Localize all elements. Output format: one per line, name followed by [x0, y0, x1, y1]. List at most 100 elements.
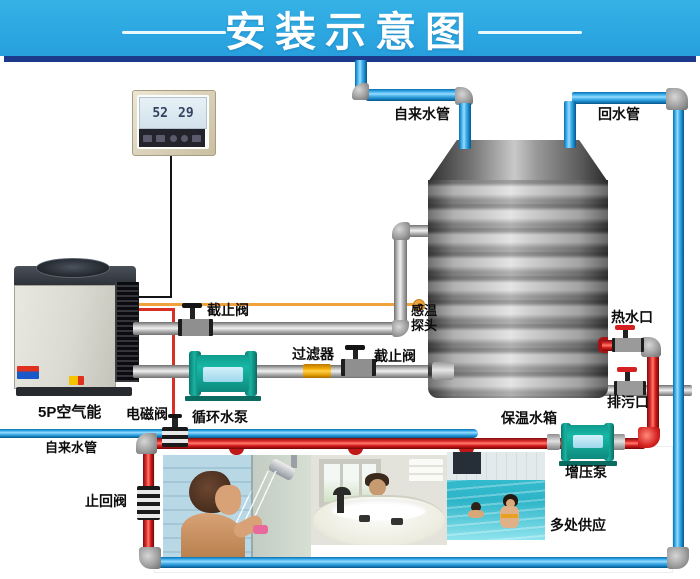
controller-button	[169, 134, 177, 142]
pipe-elbow	[392, 222, 410, 240]
return-pipe-right-edge	[673, 108, 684, 551]
label-circulation-pump: 循环水泵	[192, 409, 248, 425]
heat-pump-fan	[36, 258, 110, 278]
pipe-elbow	[641, 337, 661, 357]
label-heat-pump: 5P空气能	[38, 404, 102, 421]
faucet-spout	[333, 487, 351, 495]
stop-valve-handle	[345, 345, 365, 350]
stop-valve	[178, 319, 213, 336]
water-tank	[428, 180, 608, 398]
controller-panel: 52 29	[132, 90, 216, 156]
pipe-elbow	[455, 87, 473, 105]
supply-pipe-bottom	[158, 557, 669, 568]
shower-photo	[163, 455, 311, 557]
booster-pump-base	[559, 461, 617, 466]
hot-water-valve	[612, 338, 644, 352]
filter	[303, 364, 331, 378]
label-temp-probe-2: 探头	[411, 318, 438, 333]
page-title: 安装示意图	[225, 9, 475, 55]
stop-valve	[341, 359, 376, 376]
brand-sticker	[17, 366, 39, 379]
booster-pump-cap	[604, 423, 614, 461]
label-drain-outlet: 排污口	[607, 394, 649, 410]
title-rule-left	[122, 31, 226, 34]
controller-bezel: 52 29	[137, 95, 209, 149]
tap-water-pipe-horizontal	[366, 89, 462, 101]
swimmer-head	[471, 502, 481, 512]
heating-riser-pipe	[394, 238, 407, 322]
controller-button	[156, 134, 166, 142]
controller-button	[180, 134, 188, 142]
faucet-body	[337, 493, 344, 513]
heating-pipe-into-tank	[406, 225, 434, 237]
soap	[253, 525, 268, 534]
swimmer-shoulders	[468, 510, 484, 518]
pool-doorway	[453, 452, 481, 474]
label-tap-water-top: 自来水管	[394, 106, 450, 122]
drain-pipe	[600, 385, 692, 396]
tap-water-pipe-into-tank	[459, 103, 471, 149]
circulation-pump-band	[203, 367, 243, 382]
swimsuit	[501, 514, 518, 518]
booster-pump-cap	[561, 423, 571, 461]
title-banner: 安装示意图	[0, 0, 700, 56]
controller-buttons	[139, 129, 205, 147]
display-temp-left: 52	[152, 105, 168, 121]
pipe-elbow	[392, 320, 409, 337]
temp-sensor-wire	[135, 303, 417, 306]
pipe-elbow	[139, 547, 161, 569]
solenoid-wire-horizontal	[135, 308, 175, 311]
pipe-elbow	[136, 433, 157, 454]
solenoid-valve-stem	[172, 418, 178, 429]
label-temp-probe-1: 感温	[411, 303, 438, 318]
drain-valve-handle	[617, 367, 637, 372]
banner-underline	[4, 56, 696, 62]
supply-tee	[459, 445, 474, 455]
towels	[409, 459, 443, 483]
hot-water-supply-pipe	[147, 438, 645, 449]
label-stop-valve-mid: 截止阀	[374, 348, 416, 364]
hot-water-down-pipe	[647, 355, 659, 431]
stop-valve-stem	[353, 350, 358, 360]
controller-wire-horizontal	[130, 296, 172, 298]
solenoid-valve	[162, 427, 188, 447]
supply-tee	[229, 445, 244, 455]
heat-pump-base	[16, 387, 132, 396]
tap-water-pipe-bottom	[0, 429, 478, 438]
hot-water-valve-stem	[623, 330, 628, 339]
booster-pump-band	[573, 435, 603, 448]
controller-button	[192, 134, 201, 142]
pump-coupling	[612, 434, 625, 450]
return-pipe-horizontal	[572, 92, 672, 104]
pipe-elbow	[667, 547, 689, 569]
label-filter: 过滤器	[292, 346, 334, 362]
circulation-pump-base	[185, 396, 261, 401]
drain-valve	[614, 381, 646, 395]
hot-water-valve-handle	[615, 325, 635, 330]
heating-outlet-pipe	[133, 322, 397, 335]
bath-foam	[331, 499, 427, 521]
label-solenoid-valve: 电磁阀	[126, 406, 168, 422]
drain-valve-stem	[625, 372, 630, 381]
woman-body	[181, 513, 245, 557]
bather-face	[369, 479, 386, 496]
solenoid-valve-cap	[168, 414, 182, 418]
woman-face	[215, 485, 241, 515]
water-tank-dome	[428, 140, 608, 182]
display-temp-right: 29	[178, 105, 194, 121]
controller-wire-vertical	[170, 152, 172, 298]
pump-coupling	[547, 434, 560, 450]
label-check-valve: 止回阀	[85, 493, 127, 509]
pipe-elbow	[638, 427, 660, 448]
faucet-knob	[391, 518, 403, 525]
pipe-elbow	[352, 83, 369, 100]
tap-water-pipe-drop	[355, 60, 367, 88]
bathtub-photo	[311, 455, 447, 545]
pipe-elbow	[666, 88, 688, 110]
label-stop-valve-top: 截止阀	[207, 302, 249, 318]
label-multi-supply: 多处供应	[550, 517, 606, 533]
label-return-pipe: 回水管	[598, 106, 640, 122]
label-tap-water-bottom: 自来水管	[45, 440, 98, 455]
return-pipe-from-tank	[564, 101, 576, 148]
